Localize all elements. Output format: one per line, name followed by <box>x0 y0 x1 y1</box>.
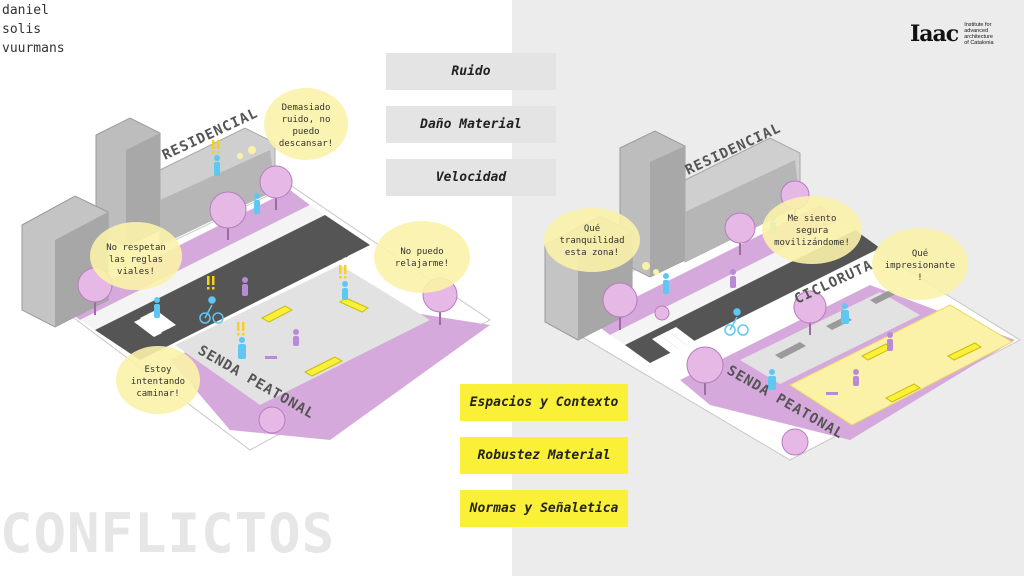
person-icon <box>342 281 348 300</box>
tree-icon <box>259 165 293 210</box>
bubble-line: esta zona! <box>565 248 619 258</box>
bubble-line: No puedo <box>400 247 443 257</box>
bubble-line: viales! <box>117 267 155 277</box>
speech-bubble: Qué impresionante ! <box>872 228 968 300</box>
person-icon <box>663 273 669 294</box>
bubble-line: relajarme! <box>395 259 449 269</box>
bush-icon <box>781 428 809 456</box>
right-building-residential <box>684 137 801 263</box>
iaac-logo: Iaac Institute for advanced architecture… <box>910 22 994 46</box>
bench-icon <box>946 342 983 361</box>
bubble-line: ! <box>917 273 922 283</box>
logo-text-line: advanced <box>964 28 989 34</box>
author-line: solis <box>2 22 42 37</box>
right-plaza-gray <box>740 292 920 384</box>
bench-icon <box>885 383 921 403</box>
warning-icon <box>339 265 347 279</box>
conflict-label-dano-material: Daño Material <box>386 106 556 143</box>
person-icon <box>154 297 160 318</box>
bubble-line: No respetan <box>106 243 166 253</box>
tree-icon <box>209 191 247 240</box>
warning-icon <box>207 276 215 290</box>
bubble-line: las reglas <box>109 255 163 265</box>
bench-icon <box>260 305 294 323</box>
person-icon <box>768 369 776 390</box>
solution-label-espacios: Espacios y Contexto <box>460 384 628 421</box>
bench-icon <box>303 356 344 377</box>
cyclist-icon <box>724 308 749 336</box>
left-street-scene: RESIDENCIAL CICLORUTA SENDA PEATONAL Dem… <box>21 88 491 451</box>
skateboard-icon <box>826 392 838 395</box>
skater-icon <box>242 277 248 296</box>
left-plaza <box>175 265 430 405</box>
bubble-line: puedo <box>292 127 319 137</box>
bubble-line: caminar! <box>136 389 179 399</box>
right-crosswalk <box>652 327 696 354</box>
bubble-line: Qué <box>584 223 600 234</box>
speech-bubble: Demasiado ruido, no puedo descansar! <box>237 88 348 160</box>
speech-bubble: Estoy intentando caminar! <box>116 346 200 414</box>
logo-text-line: Institute for <box>964 22 992 28</box>
skater-icon <box>730 269 736 288</box>
solution-label-robustez: Robustez Material <box>460 437 628 474</box>
logo-text-line: of Catalonia <box>964 40 994 46</box>
right-plaza <box>788 304 1014 426</box>
tree-icon <box>602 282 638 330</box>
skateboard-icon <box>265 356 277 359</box>
bubble-line: Demasiado <box>282 103 331 113</box>
conflict-label-velocidad: Velocidad <box>386 159 556 196</box>
person-icon <box>214 155 220 176</box>
solution-label-normas: Normas y Señaletica <box>460 490 628 527</box>
page-title: CONFLICTOS <box>0 502 336 565</box>
person-icon <box>238 337 246 359</box>
bubble-line: descansar! <box>279 139 333 149</box>
bubble-line: Qué <box>912 248 928 259</box>
skater-icon <box>293 329 299 346</box>
speech-bubble: Qué tranquilidad esta zona! <box>544 208 659 275</box>
bubble-line: Estoy <box>144 365 172 375</box>
cyclist-icon <box>199 296 224 324</box>
author-line: daniel <box>2 3 49 18</box>
warning-icon <box>212 140 220 154</box>
logo-mark: Iaac <box>910 21 959 47</box>
tree-icon <box>724 212 756 255</box>
speech-bubble: No respetan las reglas viales! <box>90 222 182 290</box>
bubble-line: movilizándome! <box>774 238 850 248</box>
left-building-tall <box>95 117 161 248</box>
skater-icon <box>853 369 859 386</box>
bubble-line: ruido, no <box>282 115 331 125</box>
author-name: daniel solis vuurmans <box>2 1 65 58</box>
person-icon <box>841 303 849 324</box>
person-icon <box>254 193 260 214</box>
tree-icon <box>686 346 724 395</box>
warning-icon <box>237 322 245 336</box>
conflict-label-ruido: Ruido <box>386 53 556 90</box>
bubble-line: impresionante <box>885 261 955 271</box>
tree-icon <box>793 290 827 335</box>
bubble-line: tranquilidad <box>559 236 624 246</box>
bubble-line: intentando <box>131 377 185 387</box>
speech-bubble: No puedo relajarme! <box>374 221 470 293</box>
bench-icon <box>775 342 806 359</box>
bubble-line: Me siento <box>788 214 837 224</box>
bubble-line: segura <box>796 226 829 236</box>
bush-icon <box>654 305 670 321</box>
bench-icon <box>870 290 896 304</box>
right-street-scene: RESIDENCIAL CICLORUTA SENDA PEATONAL Qué… <box>543 120 1022 461</box>
logo-text-line: architecture <box>964 34 993 40</box>
skater-icon <box>887 332 893 351</box>
left-path-strip <box>80 205 325 330</box>
speech-bubble: Me siento segura movilizándome! <box>762 196 862 264</box>
author-line: vuurmans <box>2 41 65 56</box>
logo-text: Institute for advanced architecture of C… <box>964 22 993 46</box>
bush-icon <box>258 406 286 434</box>
